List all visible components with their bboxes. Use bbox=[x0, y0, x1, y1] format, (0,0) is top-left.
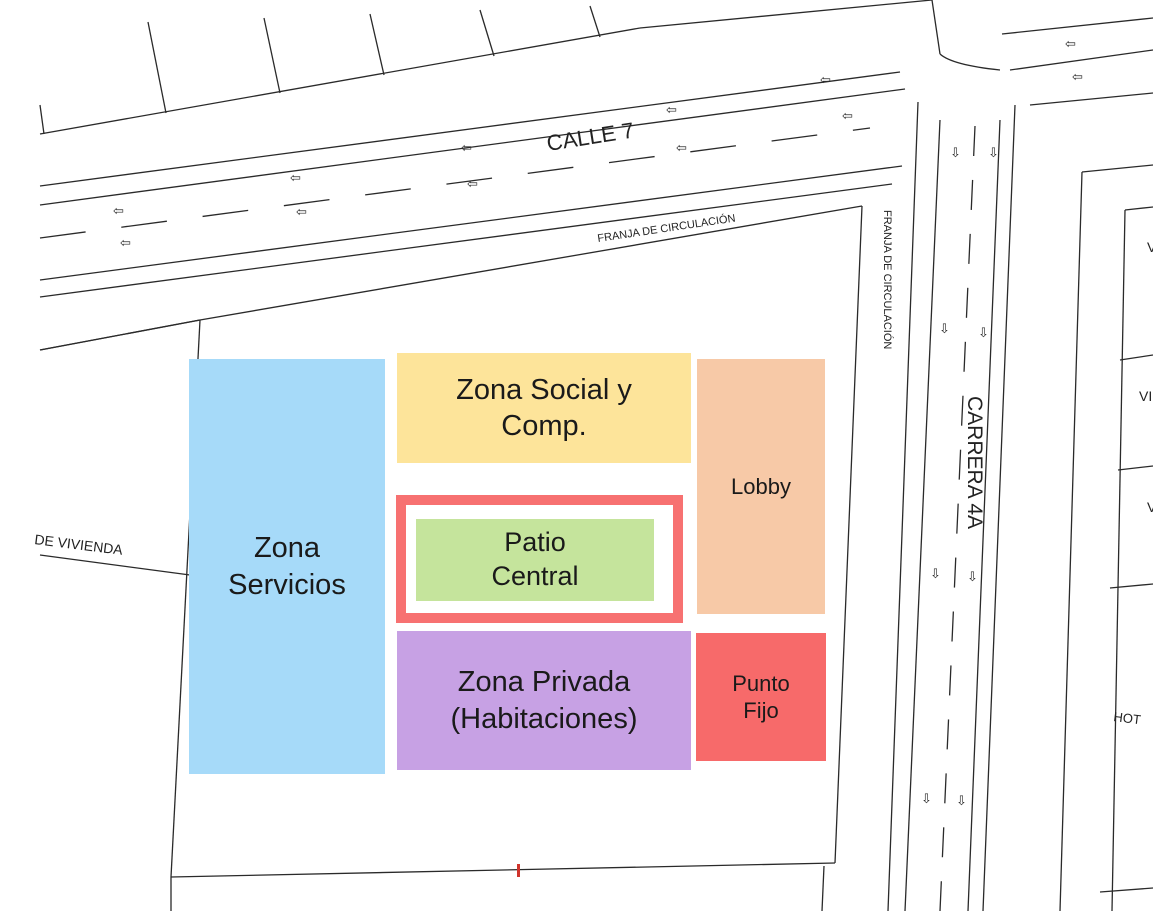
down-arrow-icon: ⇩ bbox=[978, 326, 989, 341]
left-arrow-icon: ⇦ bbox=[461, 141, 472, 156]
boundary-marker bbox=[517, 864, 520, 877]
side-letter-2: VI bbox=[1139, 388, 1152, 404]
site-north-edge bbox=[39, 319, 201, 351]
east-lot-top bbox=[1124, 206, 1153, 211]
calle-7-label: CALLE 7 bbox=[545, 117, 636, 155]
calle-north-curb-inner bbox=[39, 88, 906, 206]
down-arrow-icon: ⇩ bbox=[988, 146, 999, 161]
zona-social-label: Zona Social y Comp. bbox=[456, 373, 632, 442]
east-block-top-3 bbox=[1029, 92, 1153, 106]
north-lot-line bbox=[589, 5, 601, 38]
site-franja-top bbox=[199, 205, 863, 321]
east-block-inner-top bbox=[1081, 164, 1153, 173]
carrera-4a-label: CARRERA 4A bbox=[963, 396, 986, 529]
calle-north-curb bbox=[39, 71, 901, 187]
carrera-center-line bbox=[939, 125, 976, 911]
down-arrow-icon: ⇩ bbox=[930, 567, 941, 582]
side-letter-1: V bbox=[1147, 239, 1153, 255]
east-lot-div-1 bbox=[1119, 354, 1153, 361]
left-arrow-icon: ⇦ bbox=[842, 109, 853, 124]
carrera-west-curb-inner bbox=[904, 119, 941, 911]
left-arrow-icon: ⇦ bbox=[120, 236, 131, 251]
east-lot-div-2 bbox=[1117, 465, 1153, 471]
site-south-boundary bbox=[170, 862, 836, 878]
east-lot-west bbox=[1111, 209, 1126, 911]
zona-servicios-label: Zona Servicios bbox=[228, 532, 346, 601]
left-arrow-icon: ⇦ bbox=[296, 205, 307, 220]
left-arrow-icon: ⇦ bbox=[1065, 37, 1076, 52]
zona-privada-label: Zona Privada (Habitaciones) bbox=[450, 666, 638, 735]
north-block-edge bbox=[39, 27, 641, 135]
north-block-curb bbox=[939, 53, 1001, 71]
site-east-boundary bbox=[834, 205, 863, 864]
north-lot-line bbox=[263, 17, 281, 94]
vivienda-label: DE VIVIENDA bbox=[34, 531, 125, 558]
left-arrow-icon: ⇦ bbox=[676, 141, 687, 156]
site-south-ext-east bbox=[821, 865, 825, 911]
left-arrow-icon: ⇦ bbox=[467, 177, 478, 192]
lobby-label: Lobby bbox=[731, 473, 791, 499]
carrera-west-curb bbox=[887, 101, 919, 911]
down-arrow-icon: ⇩ bbox=[956, 794, 967, 809]
calle-south-curb bbox=[39, 165, 903, 281]
down-arrow-icon: ⇩ bbox=[921, 792, 932, 807]
north-block-corner bbox=[931, 0, 941, 55]
west-lot-line bbox=[39, 554, 191, 576]
north-block-edge-2 bbox=[639, 0, 933, 29]
north-lot-line bbox=[39, 104, 45, 135]
side-letter-3: V bbox=[1147, 499, 1153, 515]
left-arrow-icon: ⇦ bbox=[290, 171, 301, 186]
east-block-top-1 bbox=[1001, 17, 1153, 35]
franja-circulacion-side-label: FRANJA DE CIRCULACIÓN bbox=[881, 210, 894, 349]
patio-central-label: Patio Central bbox=[491, 527, 579, 591]
down-arrow-icon: ⇩ bbox=[950, 146, 961, 161]
hotel-label: HOT bbox=[1113, 709, 1142, 727]
zona-privada-block: Zona Privada (Habitaciones) bbox=[397, 631, 691, 770]
calle-south-curb-inner bbox=[39, 183, 893, 298]
zona-social-block: Zona Social y Comp. bbox=[397, 353, 691, 463]
traffic-arrows: ⇦ ⇦ ⇦ ⇦ ⇦ ⇦ ⇦ ⇦ ⇦ ⇦ ⇦ ⇦ ⇩ ⇩ ⇩ ⇩ ⇩ ⇩ ⇩ ⇩ bbox=[113, 37, 1083, 809]
left-arrow-icon: ⇦ bbox=[666, 103, 677, 118]
down-arrow-icon: ⇩ bbox=[939, 322, 950, 337]
lobby-block: Lobby bbox=[697, 359, 825, 614]
zona-servicios-block: Zona Servicios bbox=[189, 359, 385, 774]
punto-fijo-block: Punto Fijo bbox=[696, 633, 826, 761]
left-arrow-icon: ⇦ bbox=[113, 204, 124, 219]
east-block-inner-west bbox=[1059, 171, 1083, 911]
east-lot-div-4 bbox=[1099, 887, 1153, 893]
calle-center-line bbox=[39, 127, 871, 239]
down-arrow-icon: ⇩ bbox=[967, 570, 978, 585]
punto-fijo-label: Punto Fijo bbox=[732, 670, 790, 724]
left-arrow-icon: ⇦ bbox=[820, 73, 831, 88]
north-lot-line bbox=[147, 21, 167, 114]
left-arrow-icon: ⇦ bbox=[1072, 70, 1083, 85]
east-lot-div-3 bbox=[1109, 583, 1153, 589]
plan-linework bbox=[39, 0, 1153, 911]
carrera-east-curb-inner bbox=[967, 119, 1001, 911]
north-lot-line bbox=[369, 13, 385, 76]
north-lot-line bbox=[479, 9, 495, 57]
carrera-east-curb bbox=[982, 104, 1016, 911]
east-block-top-2 bbox=[1009, 49, 1153, 71]
patio-central-block: Patio Central bbox=[416, 519, 654, 601]
